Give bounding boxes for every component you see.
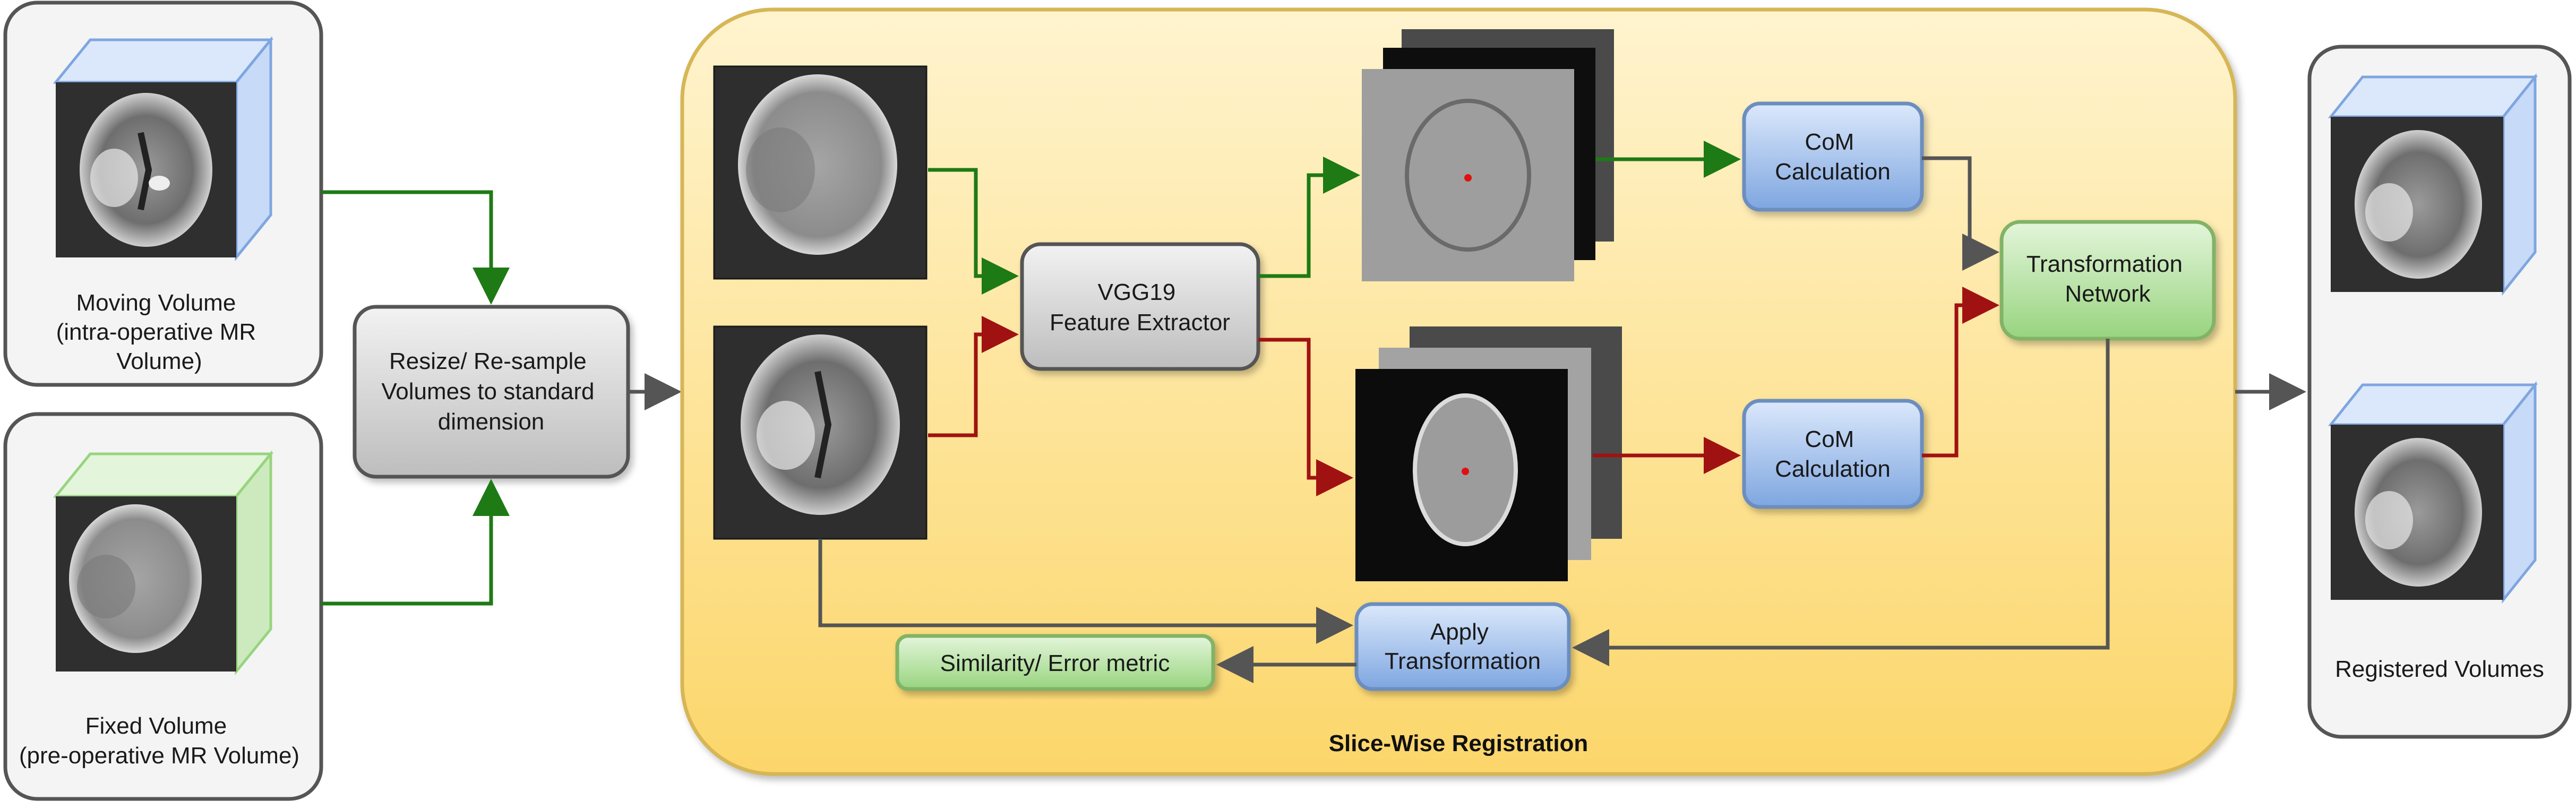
moving-volume-cube (53, 36, 274, 262)
registered-volumes-label: Registered Volumes (2335, 656, 2544, 682)
transformation-network-box (1999, 220, 2216, 341)
arrow-network-to-apply (1572, 339, 2110, 666)
arrow-moving-to-resize (321, 190, 510, 305)
arrow-vgg-to-bottom-features (1258, 338, 1353, 496)
com-calculation-bottom-box (1742, 399, 1924, 509)
similarity-error-label: Similarity/ Error metric (940, 650, 1170, 676)
com-calculation-top-box (1742, 101, 1924, 212)
registered-volume-cube-2 (2328, 381, 2538, 604)
fixed-slice-image (713, 325, 928, 540)
com-top-label: CoM Calculation (1775, 129, 1891, 185)
vgg19-label: VGG19 Feature Extractor (1050, 279, 1230, 335)
similarity-error-box (895, 634, 1215, 691)
arrow-com-bottom-to-network (1922, 287, 1999, 458)
apply-transformation-box (1354, 602, 1571, 691)
fixed-volume-cube (53, 450, 274, 676)
transformation-network-label: Transformation Network (2027, 251, 2189, 307)
arrow-fixed-to-resize (321, 479, 510, 606)
moving-feature-maps (1362, 29, 1614, 281)
com-bottom-label: CoM Calculation (1775, 426, 1891, 482)
arrow-com-top-to-network (1922, 156, 1999, 271)
fixed-volume-label: Fixed Volume (pre-operative MR Volume) (19, 713, 299, 769)
arrow-fixed-slice-to-apply (818, 539, 1353, 644)
resize-label: Resize/ Re-sample Volumes to standard di… (381, 348, 600, 435)
arrow-fixed-slice-to-vgg (928, 316, 1019, 437)
moving-volume-label: Moving Volume (intra-operative MR Volume… (56, 290, 263, 374)
fixed-feature-maps (1355, 326, 1622, 581)
vgg19-box (1020, 242, 1260, 371)
slice-wise-label: Slice-Wise Registration (1329, 730, 1588, 756)
arrow-vgg-to-top-features (1258, 157, 1360, 278)
arrow-moving-slice-to-vgg (928, 168, 1019, 295)
moving-slice-image (713, 65, 928, 280)
apply-transformation-label: Apply Transformation (1385, 619, 1541, 674)
registered-volume-cube-1 (2328, 73, 2538, 296)
